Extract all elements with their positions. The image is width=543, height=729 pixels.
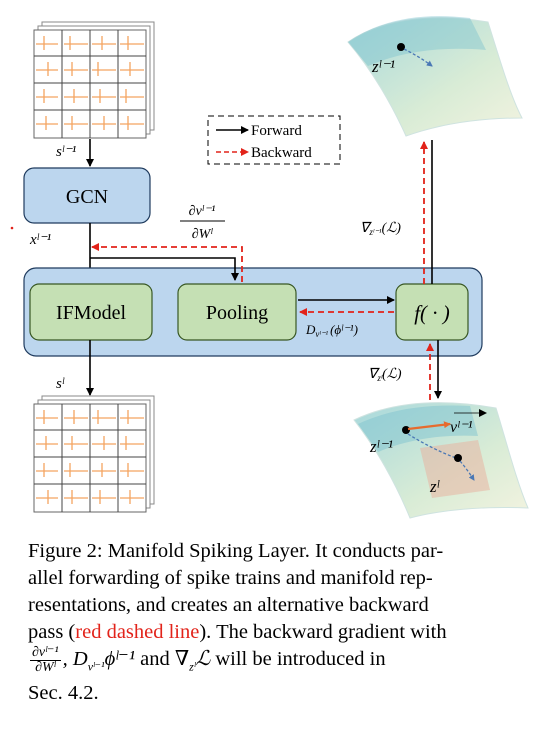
caption-L: ℒ bbox=[195, 648, 211, 671]
caption-frac-den: ∂Wˡ bbox=[35, 660, 56, 675]
grad-l-nabla: ∇ bbox=[368, 367, 380, 382]
backward-pooling-to-gcn bbox=[91, 243, 243, 282]
pooling-label: Pooling bbox=[206, 302, 268, 324]
v-vector-label: vˡ⁻¹ bbox=[450, 419, 473, 436]
caption-z-sub: zˡ bbox=[189, 659, 196, 674]
z-prev-top-label: zˡ⁻¹ bbox=[371, 57, 395, 76]
caption-line-3: resentations, and creates an alternative… bbox=[28, 594, 429, 616]
spike-train-stack-bottom bbox=[33, 395, 155, 513]
caption-d-sub: vˡ⁻¹ bbox=[87, 659, 105, 674]
grad-l-sub: zˡ bbox=[376, 373, 383, 383]
manifold-bottom: vˡ⁻¹ zˡ⁻¹ zˡ bbox=[353, 402, 529, 519]
dv-numerator: ∂vˡ⁻¹ bbox=[189, 204, 216, 219]
z-l-label: zˡ bbox=[429, 477, 440, 496]
caption-line-5: ∂vˡ⁻¹∂Wˡ, Dvˡ⁻¹ϕˡ⁻¹ and ∇zˡℒ will be int… bbox=[28, 646, 528, 680]
caption-phi: ϕˡ⁻¹ bbox=[104, 648, 135, 671]
manifold-top: zˡ⁻¹ bbox=[347, 16, 523, 137]
grad-prev-label: ∇zˡ⁻¹(ℒ) bbox=[360, 221, 401, 237]
z-prev-bottom-label: zˡ⁻¹ bbox=[369, 437, 393, 456]
d-phi-d: D bbox=[305, 322, 316, 337]
v-vector-arrow bbox=[407, 421, 451, 431]
spike-train-stack-top bbox=[33, 21, 155, 139]
z-l-point bbox=[454, 454, 462, 462]
caption-d: , D bbox=[62, 648, 88, 671]
z-prev-point-top bbox=[397, 43, 405, 51]
gcn-block: GCN bbox=[23, 167, 151, 224]
figure-caption: Figure 2: Manifold Spiking Layer. It con… bbox=[28, 538, 528, 707]
legend-forward-label: Forward bbox=[251, 123, 302, 139]
dv-dw-fraction: ∂vˡ⁻¹ ∂Wˡ bbox=[180, 204, 225, 242]
x-prev-label: xˡ⁻¹ bbox=[29, 232, 52, 248]
caption-line-1: Figure 2: Manifold Spiking Layer. It con… bbox=[28, 540, 444, 562]
s-prev-label: sˡ⁻¹ bbox=[56, 144, 77, 160]
grad-prev-nabla: ∇ bbox=[360, 221, 372, 236]
legend: Forward Backward bbox=[207, 115, 341, 165]
gcn-label: GCN bbox=[66, 186, 108, 208]
pooling-block: Pooling bbox=[177, 283, 297, 341]
grad-prev-rest: (ℒ) bbox=[382, 221, 402, 236]
caption-frac-num: ∂vˡ⁻¹ bbox=[30, 645, 61, 661]
spike-grid-top bbox=[34, 30, 146, 138]
stray-dot bbox=[10, 226, 14, 230]
grad-l-label: ∇zˡ(ℒ) bbox=[368, 367, 402, 383]
grad-prev-sub: zˡ⁻¹ bbox=[368, 227, 381, 237]
f-function-block: f( · ) bbox=[395, 283, 469, 341]
dv-denominator: ∂Wˡ bbox=[192, 227, 214, 242]
ifmodel-label: IFModel bbox=[56, 302, 126, 324]
caption-fraction: ∂vˡ⁻¹∂Wˡ bbox=[30, 646, 61, 675]
caption-and-nabla: and ∇ bbox=[134, 648, 190, 671]
d-phi-rest: (ϕˡ⁻¹) bbox=[330, 322, 358, 337]
caption-line-4-a: pass ( bbox=[28, 621, 76, 643]
d-phi-label: Dvˡ⁻¹(ϕˡ⁻¹) bbox=[305, 322, 358, 339]
caption-line-5-end: will be introduced in bbox=[210, 648, 386, 671]
caption-line-6: Sec. 4.2. bbox=[28, 682, 99, 705]
caption-line-4-b: ). The backward gradient with bbox=[199, 621, 447, 643]
caption-line-4: pass (red dashed line). The backward gra… bbox=[28, 619, 528, 646]
caption-line-2: allel forwarding of spike trains and man… bbox=[28, 567, 433, 589]
legend-backward-label: Backward bbox=[251, 145, 312, 161]
manifold-spiking-layer-figure: sˡ⁻¹ GCN xˡ⁻¹ ∂vˡ⁻¹ ∂Wˡ IFModel Pooling … bbox=[10, 16, 529, 519]
grad-l-rest: (ℒ) bbox=[382, 367, 402, 382]
d-phi-sub: vˡ⁻¹ bbox=[315, 329, 328, 339]
ifmodel-block: IFModel bbox=[29, 283, 153, 341]
f-label: f( · ) bbox=[414, 301, 450, 325]
caption-red-dashed-text: red dashed line bbox=[75, 621, 200, 643]
spike-grid-bottom bbox=[34, 404, 146, 512]
svg-text:Dvˡ⁻¹(ϕˡ⁻¹): Dvˡ⁻¹(ϕˡ⁻¹) bbox=[305, 322, 358, 339]
s-l-label: sˡ bbox=[56, 376, 65, 392]
arrow-gcn-to-pooling bbox=[90, 257, 239, 281]
